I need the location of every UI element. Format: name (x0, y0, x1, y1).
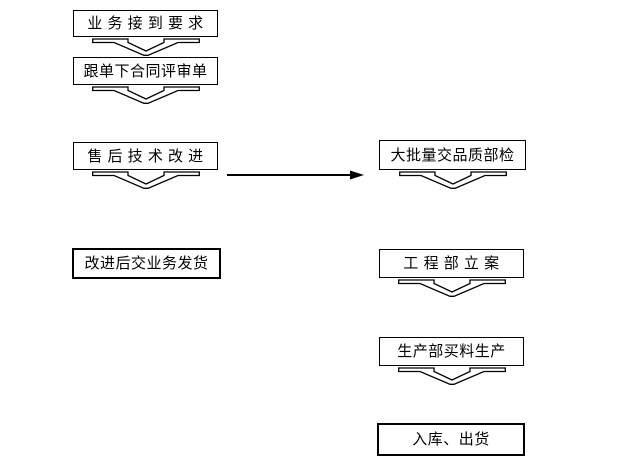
flow-node-label: 工 程 部 立 案 (403, 255, 500, 272)
down-block-arrow-icon (398, 367, 506, 385)
flow-node-aftersales-improvement: 售 后 技 术 改 进 (73, 142, 218, 170)
right-arrow-icon (226, 167, 366, 183)
down-block-arrow-icon (92, 171, 200, 189)
flow-node-label: 售 后 技 术 改 进 (87, 147, 204, 165)
flow-node-warehouse-shipment: 入库、出货 (377, 423, 525, 456)
flow-node-contract-review: 跟单下合同评审单 (73, 57, 218, 85)
flow-node-label: 入库、出货 (412, 431, 490, 448)
flow-node-label: 大批量交品质部检 (390, 146, 515, 164)
flow-node-production-purchase: 生产部买料生产 (379, 337, 524, 366)
down-block-arrow-icon (398, 279, 506, 297)
flow-node-label: 改进后交业务发货 (84, 255, 209, 272)
down-block-arrow-icon (92, 86, 200, 104)
flow-node-improved-delivery: 改进后交业务发货 (72, 248, 221, 279)
flow-node-engineering-filing: 工 程 部 立 案 (379, 249, 524, 278)
down-block-arrow-icon (92, 38, 200, 56)
flow-node-quality-inspection: 大批量交品质部检 (379, 140, 526, 170)
flow-node-business-request: 业 务 接 到 要 求 (73, 10, 218, 37)
flow-node-label: 业 务 接 到 要 求 (87, 15, 204, 32)
flow-node-label: 跟单下合同评审单 (83, 62, 208, 80)
down-block-arrow-icon (399, 171, 507, 189)
flow-node-label: 生产部买料生产 (397, 343, 506, 360)
